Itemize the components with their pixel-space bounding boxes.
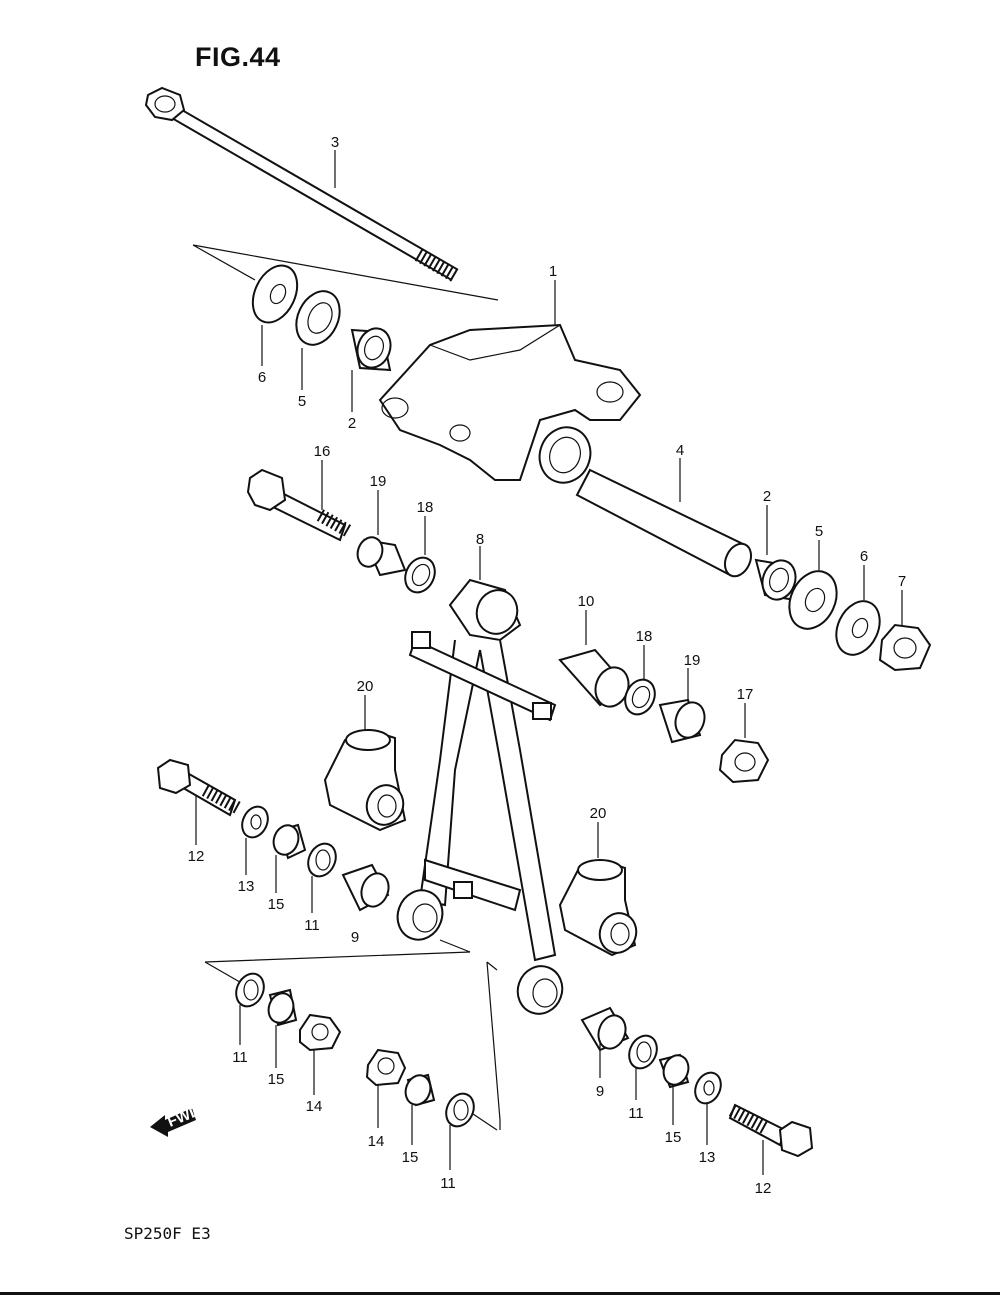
callout-20: 20 <box>590 805 607 822</box>
part-2-bearing-upper <box>350 327 392 372</box>
part-2-bearing-right <box>754 558 797 602</box>
callout-14: 14 <box>368 1133 385 1150</box>
part-1-cushion-lever <box>378 323 642 484</box>
callout-19: 19 <box>684 652 701 669</box>
part-8-cushion-rod <box>396 578 564 1015</box>
callout-13: 13 <box>238 878 255 895</box>
callout-9: 9 <box>596 1083 604 1100</box>
part-7-nut <box>878 623 932 672</box>
part-15-collar-right <box>658 1053 690 1089</box>
part-18-seal-upper <box>404 556 436 594</box>
callout-20: 20 <box>357 678 374 695</box>
part-16-bolt <box>246 468 354 542</box>
part-11-seal-left <box>307 842 337 878</box>
callout-2: 2 <box>348 415 356 432</box>
callout-12: 12 <box>755 1180 772 1197</box>
part-4-spacer-tube <box>575 468 753 578</box>
bottom-rule <box>0 1292 1000 1295</box>
callout-15: 15 <box>268 896 285 913</box>
callout-6: 6 <box>258 369 266 386</box>
part-9-spacer-right <box>580 1006 630 1052</box>
part-9-spacer-left <box>341 863 390 912</box>
part-13-washer-right <box>694 1071 722 1105</box>
part-11-seal-lower-mid <box>445 1092 475 1128</box>
part-17-nut <box>718 738 770 784</box>
part-20-mount-left <box>323 728 407 832</box>
part-10-spacer <box>558 648 632 708</box>
part-5-seal-right <box>788 570 838 630</box>
part-5-seal-upper <box>295 290 341 346</box>
callout-6: 6 <box>860 548 868 565</box>
callout-13: 13 <box>699 1149 716 1166</box>
callout-1: 1 <box>549 263 557 280</box>
callout-4: 4 <box>676 442 684 459</box>
callout-14: 14 <box>306 1098 323 1115</box>
part-11-seal-lower-left <box>235 972 265 1008</box>
callout-2: 2 <box>763 488 771 505</box>
part-12-bolt-left <box>156 758 242 817</box>
callout-16: 16 <box>314 443 331 460</box>
part-6-washer-upper <box>251 264 299 324</box>
callout-18: 18 <box>417 499 434 516</box>
callout-11: 11 <box>440 1175 456 1192</box>
fwd-label: FWD <box>165 1102 203 1131</box>
callout-17: 17 <box>737 686 754 703</box>
part-12-bolt-right <box>728 1103 814 1158</box>
callout-5: 5 <box>815 523 823 540</box>
part-13-washer-left <box>241 805 269 839</box>
figure-title: FIG.44 <box>195 42 281 72</box>
callout-10: 10 <box>578 593 595 610</box>
part-15-collar-left <box>272 823 307 860</box>
part-3-pivot-bolt <box>144 86 460 283</box>
callout-9: 9 <box>351 929 359 946</box>
callout-15: 15 <box>665 1129 682 1146</box>
callout-12: 12 <box>188 848 205 865</box>
callout-11: 11 <box>628 1105 644 1122</box>
callout-3: 3 <box>331 134 339 151</box>
model-code: SP250F E3 <box>124 1224 211 1243</box>
fwd-arrow-icon: FWD <box>150 1102 203 1137</box>
part-19-bush-lower <box>658 698 706 744</box>
callout-8: 8 <box>476 531 484 548</box>
callout-19: 19 <box>370 473 387 490</box>
part-15-collar-lower-left <box>267 988 298 1027</box>
callout-5: 5 <box>298 393 306 410</box>
callout-11: 11 <box>232 1049 248 1066</box>
part-18-seal-lower <box>624 678 656 716</box>
callout-11: 11 <box>304 917 320 934</box>
part-6-washer-right <box>835 600 881 656</box>
part-11-seal-right <box>628 1034 658 1070</box>
part-19-bush-upper <box>356 536 407 577</box>
part-20-mount-right <box>558 858 638 957</box>
callout-7: 7 <box>898 573 906 590</box>
part-15-collar-lower-mid <box>404 1073 436 1107</box>
part-14-nut-lower-mid <box>365 1048 407 1087</box>
part-14-nut-lower-left <box>299 1013 342 1052</box>
callout-15: 15 <box>268 1071 285 1088</box>
callout-15: 15 <box>402 1149 419 1166</box>
callout-18: 18 <box>636 628 653 645</box>
